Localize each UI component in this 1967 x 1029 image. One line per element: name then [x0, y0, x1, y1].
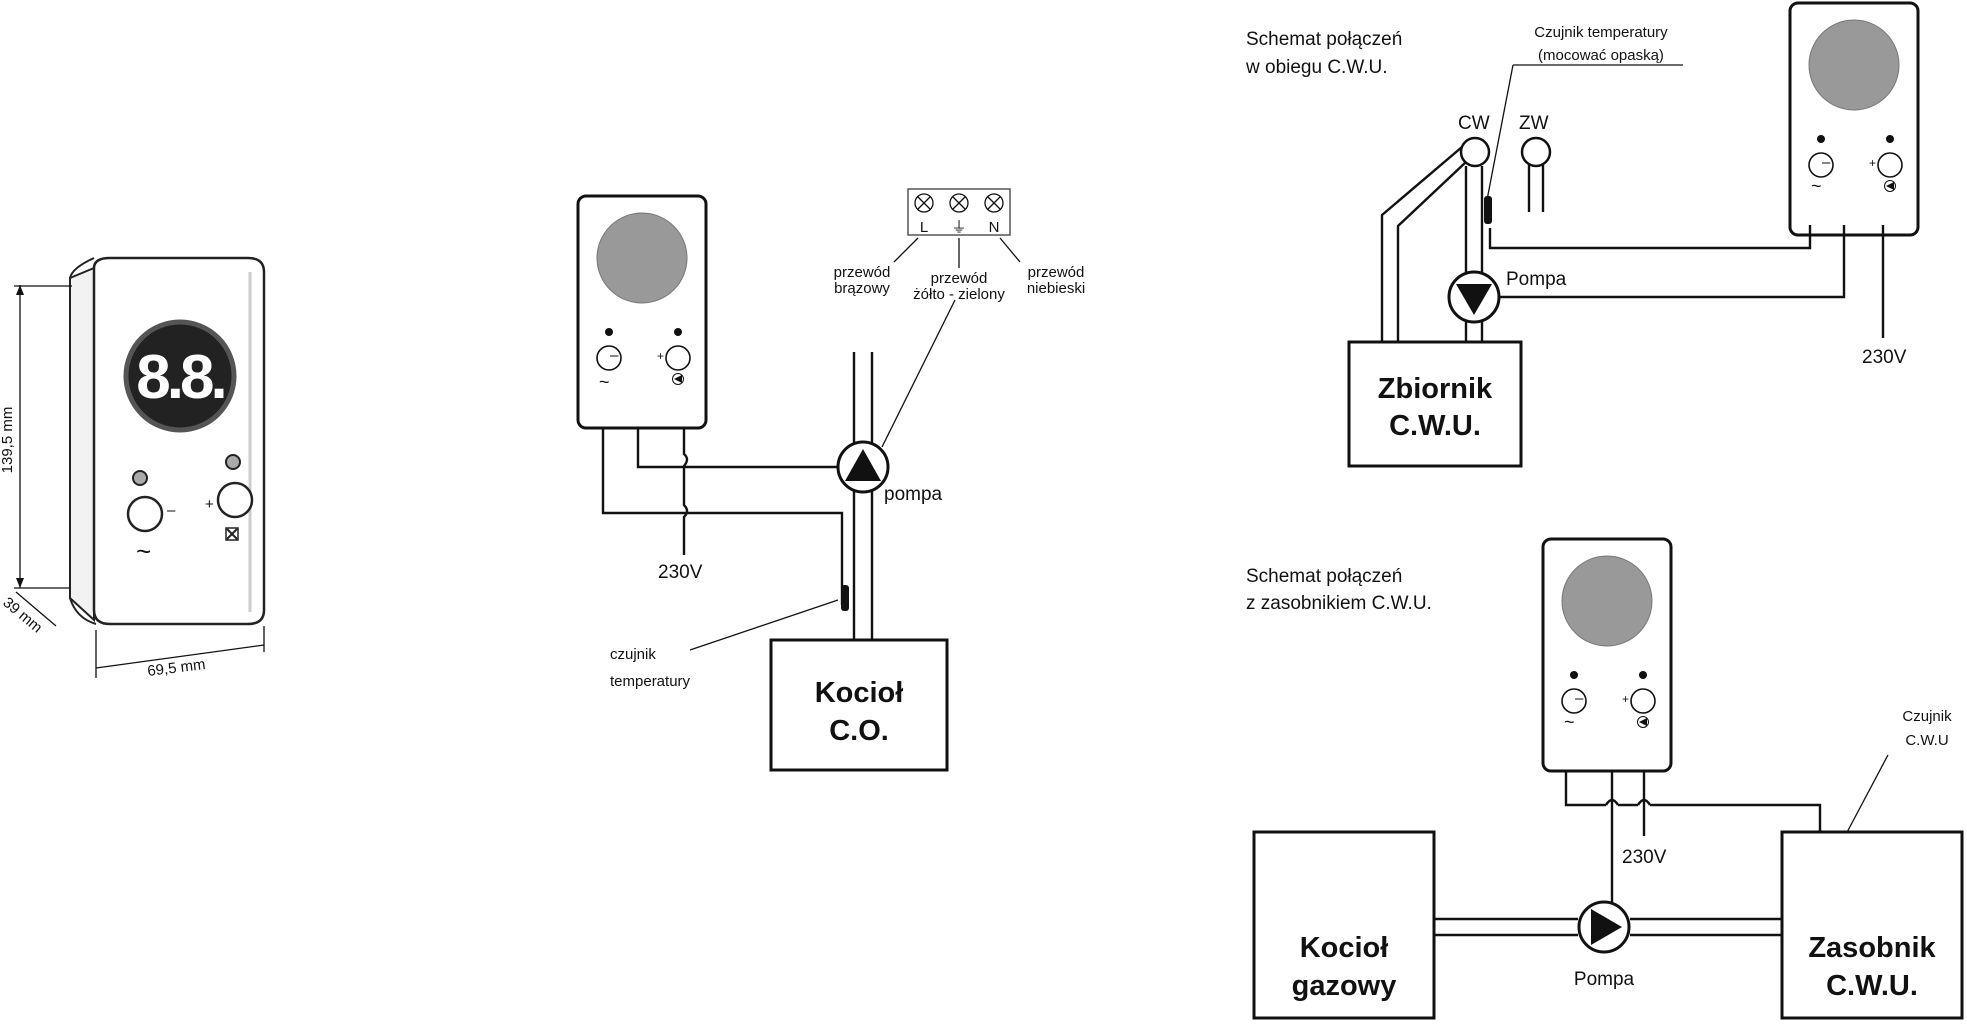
- svg-text:–: –: [1822, 154, 1831, 171]
- svg-text:w obiegu C.W.U.: w obiegu C.W.U.: [1245, 57, 1388, 78]
- svg-text:czujnik: czujnik: [610, 646, 656, 663]
- svg-text:~: ~: [1811, 176, 1822, 196]
- svg-text:Kocioł: Kocioł: [815, 677, 904, 709]
- controller-unit-cwu: [1788, 1, 1920, 237]
- cw-label: CW: [1458, 113, 1490, 134]
- pump-label: pompa: [884, 484, 943, 505]
- svg-text:przewód: przewód: [834, 264, 891, 281]
- storage-tank-box: [1780, 830, 1964, 1020]
- power-label-storage: 230V: [1622, 847, 1667, 868]
- svg-text:C.W.U: C.W.U: [1905, 732, 1948, 749]
- terminal-l: L: [920, 219, 928, 236]
- svg-text:+: +: [657, 349, 664, 363]
- svg-text:+: +: [1622, 692, 1629, 706]
- svg-text:–: –: [610, 347, 619, 364]
- cw-pipe-icon: [1459, 136, 1491, 168]
- plus-button[interactable]: [216, 481, 254, 519]
- gas-boiler-box: [1252, 830, 1436, 1020]
- svg-text:–: –: [1575, 690, 1584, 707]
- minus-button[interactable]: [126, 495, 164, 533]
- svg-text:~: ~: [1564, 712, 1575, 732]
- diagram-storage-tank: Schemat połączeń z zasobnikiem C.W.U. – …: [1246, 537, 1964, 1020]
- tilde-symbol: ~: [136, 536, 151, 566]
- svg-text:C.W.U.: C.W.U.: [1389, 410, 1481, 442]
- svg-text:Schemat połączeń: Schemat połączeń: [1246, 566, 1402, 587]
- controller-unit: [576, 194, 708, 430]
- plus-symbol: +: [205, 496, 214, 513]
- tank-cwu-box: [1347, 340, 1523, 468]
- svg-text:Zasobnik: Zasobnik: [1808, 932, 1936, 964]
- svg-text:Zbiornik: Zbiornik: [1378, 373, 1493, 405]
- pump-label-storage: Pompa: [1574, 969, 1635, 990]
- display-digits: 8.8.: [136, 343, 223, 412]
- display-bezel: [123, 319, 237, 433]
- svg-text:Czujnik: Czujnik: [1902, 708, 1952, 725]
- svg-text:Kocioł: Kocioł: [1300, 932, 1389, 964]
- svg-text:+: +: [1869, 156, 1876, 170]
- svg-text:Czujnik temperatury: Czujnik temperatury: [1534, 24, 1668, 41]
- controller-unit-storage: [1541, 537, 1673, 773]
- minus-symbol: –: [167, 502, 176, 519]
- zw-pipe-icon: [1520, 136, 1552, 168]
- temperature-sensor-icon-cwu: [1484, 196, 1492, 224]
- svg-text:przewód: przewód: [931, 270, 988, 287]
- device-illustration: 8.8. – + ~ 139,5 mm 39 mm 69,5 mm: [0, 256, 266, 680]
- svg-text:żółto - zielony: żółto - zielony: [913, 286, 1005, 303]
- svg-text:C.O.: C.O.: [829, 715, 889, 747]
- terminal-screw-icons: [914, 193, 1004, 213]
- led-right-icon: [225, 454, 241, 470]
- svg-text:~: ~: [599, 372, 610, 392]
- boiler-co-box: [769, 638, 949, 772]
- height-dimension: 139,5 mm: [0, 407, 16, 474]
- power-label-co: 230V: [658, 562, 703, 583]
- temperature-sensor-icon: [841, 585, 849, 611]
- zw-label: ZW: [1519, 113, 1549, 134]
- terminal-earth: ⏚: [951, 219, 966, 236]
- terminal-n: N: [989, 219, 1000, 236]
- svg-text:(mocować opaską): (mocować opaską): [1538, 47, 1664, 64]
- svg-text:temperatury: temperatury: [610, 673, 691, 690]
- svg-text:przewód: przewód: [1028, 264, 1085, 281]
- diagram-central-heating: – + ~ L ⏚ N przewód brązowy przewód żółt…: [576, 188, 1085, 772]
- diagram-hot-water-circuit: Schemat połączeń w obiegu C.W.U. Czujnik…: [1245, 1, 1920, 468]
- svg-text:niebieski: niebieski: [1027, 280, 1085, 297]
- depth-dimension: 39 mm: [0, 594, 45, 636]
- pump-label-cwu: Pompa: [1506, 269, 1567, 290]
- width-dimension: 69,5 mm: [146, 656, 206, 680]
- svg-text:gazowy: gazowy: [1292, 970, 1397, 1002]
- led-left-icon: [132, 470, 148, 486]
- svg-text:C.W.U.: C.W.U.: [1826, 970, 1918, 1002]
- svg-text:Schemat połączeń: Schemat połączeń: [1246, 29, 1402, 50]
- svg-text:brązowy: brązowy: [834, 280, 890, 297]
- power-label-cwu: 230V: [1862, 347, 1907, 368]
- svg-text:z zasobnikiem C.W.U.: z zasobnikiem C.W.U.: [1246, 593, 1432, 614]
